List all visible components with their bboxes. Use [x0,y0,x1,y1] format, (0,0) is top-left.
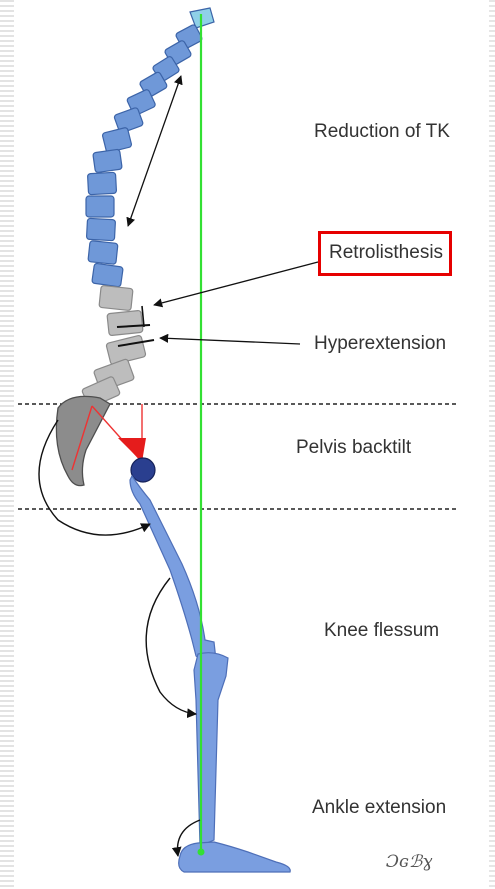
plumb-line-end [198,849,205,856]
label-hyperextension: Hyperextension [314,333,446,355]
retrolisthesis-arrow [154,262,318,305]
author-signature: Ɔɢℬɣ [386,852,432,872]
femoral-head [131,458,155,482]
label-knee-flessum: Knee flessum [324,620,439,642]
sacrum [56,396,110,485]
label-reduction-of-tk: Reduction of TK [314,121,450,143]
hyperextension-arrow [160,338,300,344]
foot [179,842,291,872]
lumbar-vertebrae [81,285,146,408]
thoracic-vertebrae [86,8,214,287]
label-retrolisthesis-highlight: Retrolisthesis [318,231,452,276]
label-ankle-extension: Ankle extension [312,797,446,819]
tibia [194,653,228,846]
label-pelvis-backtilt: Pelvis backtilt [296,437,411,459]
femur [130,476,216,661]
